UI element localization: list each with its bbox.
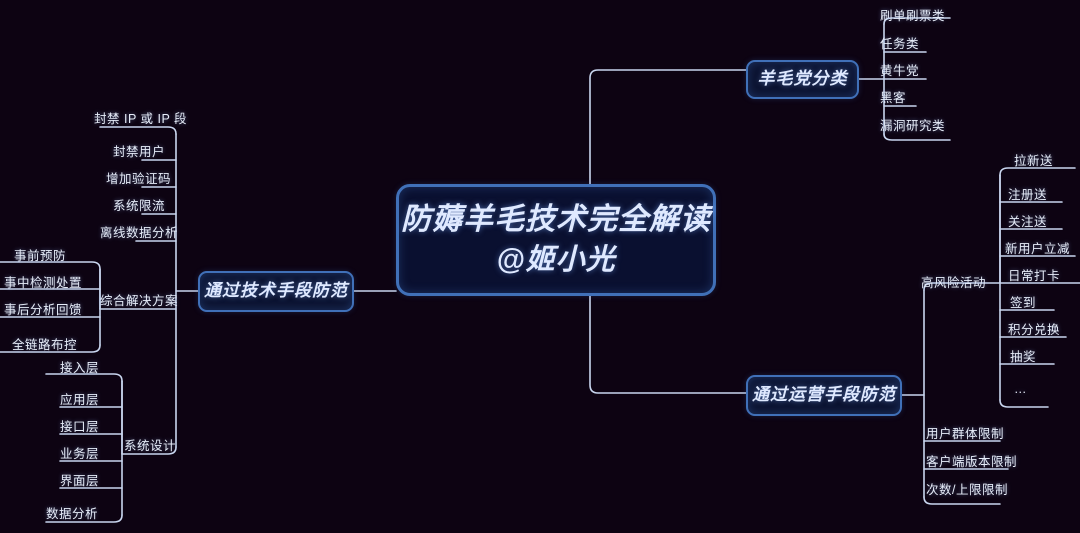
leaf-sys-2[interactable]: 接口层: [60, 420, 100, 434]
branch-operations[interactable]: 通过运营手段防范: [746, 375, 902, 416]
root-title-line1: 防薅羊毛技术完全解读: [401, 203, 711, 237]
leaf-sheep-3[interactable]: 黑客: [880, 91, 907, 105]
leaf-risk-2[interactable]: 关注送: [1008, 215, 1048, 229]
leaf-risk-0[interactable]: 拉新送: [1014, 154, 1054, 168]
leaf-ops-2[interactable]: 次数/上限限制: [926, 483, 1008, 497]
leaf-risk-4[interactable]: 日常打卡: [1008, 269, 1061, 283]
group-high-risk-activity[interactable]: 高风险活动: [921, 276, 987, 290]
leaf-comp-0[interactable]: 事前预防: [14, 249, 67, 263]
branch-tech[interactable]: 通过技术手段防范: [198, 271, 354, 312]
leaf-sys-3[interactable]: 业务层: [60, 447, 100, 461]
leaf-sheep-1[interactable]: 任务类: [880, 37, 920, 51]
leaf-sys-1[interactable]: 应用层: [60, 393, 100, 407]
leaf-tech-3[interactable]: 系统限流: [113, 199, 166, 213]
leaf-risk-8[interactable]: …: [1014, 382, 1027, 396]
leaf-risk-5[interactable]: 签到: [1010, 296, 1037, 310]
root-title-line2: @姬小光: [496, 243, 616, 276]
leaf-comp-3[interactable]: 全链路布控: [12, 338, 78, 352]
leaf-ops-0[interactable]: 用户群体限制: [926, 427, 1005, 441]
leaf-sheep-0[interactable]: 刷单刷票类: [880, 9, 946, 23]
leaf-tech-1[interactable]: 封禁用户: [113, 145, 166, 159]
group-comprehensive-solution[interactable]: 综合解决方案: [100, 294, 179, 308]
leaf-tech-2[interactable]: 增加验证码: [106, 172, 172, 186]
leaf-sheep-2[interactable]: 黄牛党: [880, 64, 920, 78]
leaf-risk-6[interactable]: 积分兑换: [1008, 323, 1061, 337]
leaf-tech-0[interactable]: 封禁 IP 或 IP 段: [94, 112, 188, 126]
group-system-design[interactable]: 系统设计: [124, 439, 177, 453]
leaf-sys-0[interactable]: 接入层: [60, 361, 100, 375]
leaf-comp-2[interactable]: 事后分析回馈: [4, 303, 83, 317]
branch-sheep-classification[interactable]: 羊毛党分类: [746, 60, 859, 99]
leaf-sys-5[interactable]: 数据分析: [46, 507, 99, 521]
leaf-ops-1[interactable]: 客户端版本限制: [926, 455, 1018, 469]
leaf-sheep-4[interactable]: 漏洞研究类: [880, 119, 946, 133]
leaf-risk-7[interactable]: 抽奖: [1010, 350, 1037, 364]
leaf-tech-4[interactable]: 离线数据分析: [100, 226, 179, 240]
leaf-risk-3[interactable]: 新用户立减: [1005, 242, 1071, 256]
root-node[interactable]: 防薅羊毛技术完全解读 @姬小光: [396, 184, 716, 296]
leaf-risk-1[interactable]: 注册送: [1008, 188, 1048, 202]
leaf-sys-4[interactable]: 界面层: [60, 474, 100, 488]
leaf-comp-1[interactable]: 事中检测处置: [4, 276, 83, 290]
